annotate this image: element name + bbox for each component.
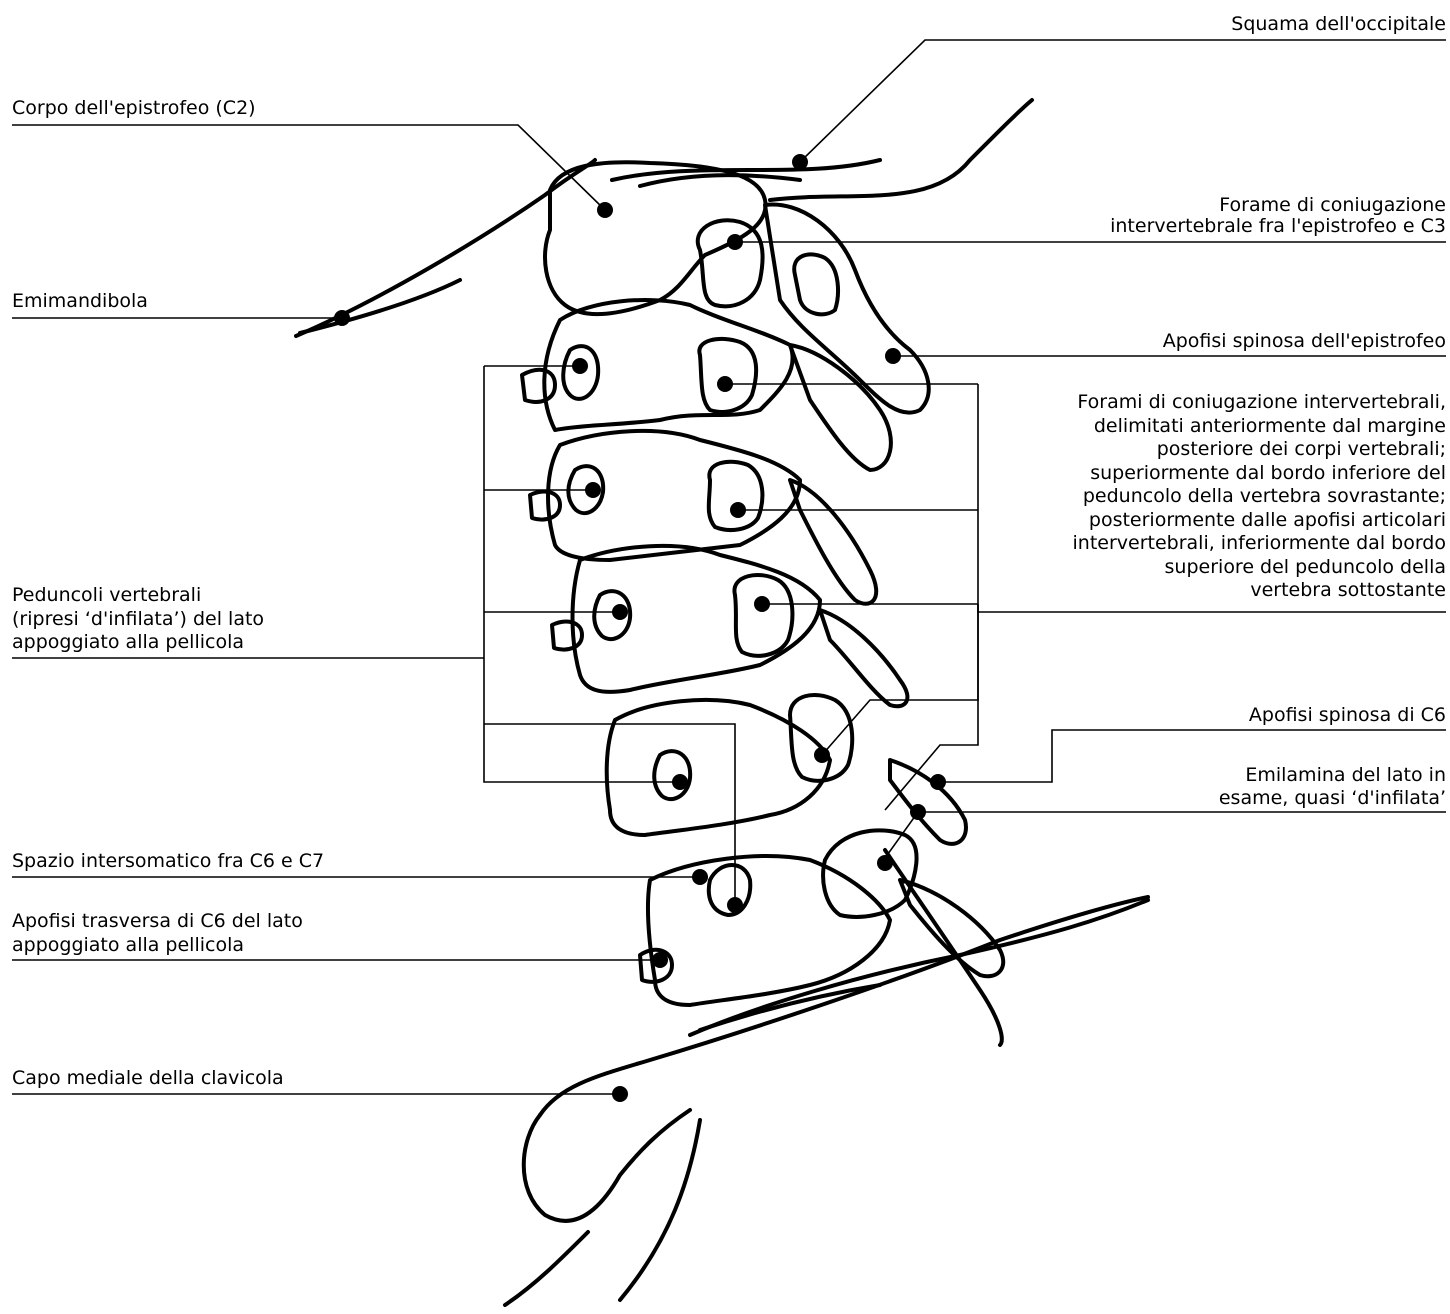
label-corpo-c2: Corpo dell'epistrofeo (C2)	[12, 98, 256, 119]
dot-forame-2	[730, 502, 746, 518]
dot-peduncolo-4	[672, 774, 688, 790]
neck-base	[700, 985, 880, 1030]
dot-emimandibola	[334, 310, 350, 326]
c2-process	[765, 204, 929, 412]
label-apofisi-spinosa-c6: Apofisi spinosa di C6	[1249, 705, 1446, 726]
rib-line-2	[620, 1120, 700, 1300]
c6-foramen	[790, 695, 852, 781]
c4-foramen	[709, 462, 763, 530]
label-clavicola: Capo mediale della clavicola	[12, 1068, 284, 1089]
dot-forame-c2-c3	[727, 234, 743, 250]
dot-spazio	[692, 869, 708, 885]
dot-spinosa-c6	[930, 774, 946, 790]
c2-spinous-foramen	[794, 254, 838, 314]
dot-trasversa-c6	[727, 897, 743, 913]
dot-squama	[792, 154, 808, 170]
c3-transverse	[522, 370, 555, 402]
label-emimandibola: Emimandibola	[12, 291, 148, 312]
c4-transverse	[530, 492, 560, 520]
label-emilamina: Emilamina del lato in esame, quasi ‘d'in…	[1219, 764, 1446, 810]
dot-trasversa	[652, 952, 668, 968]
shoulder-line	[690, 900, 1148, 1035]
c5-body	[573, 546, 821, 692]
dot-peduncolo-2	[585, 482, 601, 498]
clavicle-head	[524, 1110, 690, 1221]
dot-forame-3	[754, 596, 770, 612]
c6-pedicle	[654, 751, 690, 799]
occipital-inner	[640, 175, 800, 186]
c5-transverse	[552, 622, 582, 650]
dot-forame-5	[877, 855, 893, 871]
label-squama: Squama dell'occipitale	[1231, 14, 1446, 35]
c5-spinous	[820, 610, 907, 706]
dot-spinosa-epistrofeo	[885, 348, 901, 364]
c2-foramen	[698, 220, 763, 306]
label-apofisi-trasversa: Apofisi trasversa di C6 del lato appoggi…	[12, 909, 303, 957]
occipital-outline	[612, 100, 1032, 200]
leader-squama	[800, 40, 1446, 162]
dot-corpo-c2	[597, 202, 613, 218]
c5-foramen	[734, 575, 792, 656]
dot-forame-4	[814, 747, 830, 763]
dot-emilamina	[910, 804, 926, 820]
label-forame-c2-c3: Forame di coniugazione intervertebrale f…	[1110, 195, 1446, 237]
c7-body	[648, 856, 890, 1005]
label-peduncoli: Peduncoli vertebrali (ripresi ‘d'infilat…	[12, 584, 264, 655]
c6-spinous	[890, 760, 966, 844]
leader-corpo-c2	[12, 125, 605, 210]
mandible-edge	[300, 280, 460, 333]
label-apofisi-spinosa-epistrofeo: Apofisi spinosa dell'epistrofeo	[1163, 331, 1446, 352]
label-forami-coniugazione: Forami di coniugazione intervertebrali, …	[1073, 391, 1447, 603]
dot-forame-1	[717, 376, 733, 392]
dot-peduncolo-1	[572, 358, 588, 374]
label-spazio-intersomatico: Spazio intersomatico fra C6 e C7	[12, 851, 324, 872]
dot-peduncolo-3	[612, 604, 628, 620]
dot-clavicola	[612, 1086, 628, 1102]
c3-foramen	[699, 339, 756, 412]
rib-line	[505, 1232, 588, 1305]
